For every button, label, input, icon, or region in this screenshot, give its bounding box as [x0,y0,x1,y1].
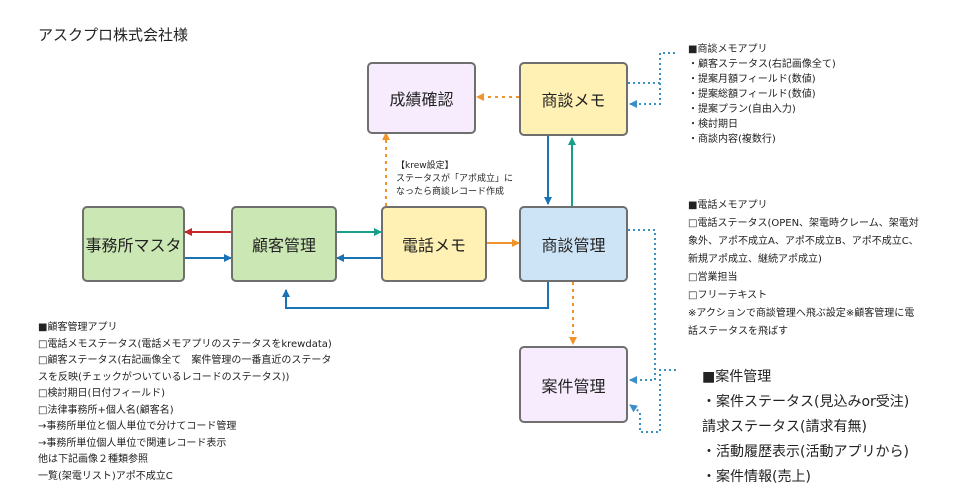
shodan-kanri-label: 商談管理 [541,236,606,255]
note-line: ※アクションで商談管理へ飛ぶ設定※顧客管理に電 [688,308,915,319]
note-line: □電話メモステータス(電話メモアプリのステータスをkrewdata) [38,338,332,350]
anken-kanri-label: 案件管理 [541,376,606,396]
note-line: □電話ステータス(OPEN、架電時クレーム、架電対 [688,218,919,229]
note-line: スを反映(チェックがついているレコードのステータス)) [38,371,290,383]
note-line: 他は下記画像２種類参照 [38,454,148,465]
seiseki-kakunin-label: 成績確認 [389,90,454,109]
arrow-shodan-kanri-to-kokyaku [282,282,549,309]
krew-caption-line: なったら商談レコード作成 [396,187,505,197]
anken-kanri-note: ■案件管理 ・案件ステータス(見込みor受注) 請求ステータス(請求有無) ・活… [702,365,909,490]
jimusho-master-label: 事務所マスタ [85,236,182,255]
note-line: ・検討期日 [688,119,738,130]
krew-caption-line: ステータスが「アポ成立」に [396,174,514,184]
note-line: ・商談内容(複数行) [688,134,776,145]
note-line: ・活動履歴表示(活動アプリから) [702,444,909,460]
kokyaku-kanri-box: 顧客管理 [231,206,337,282]
note-line: ■案件管理 [702,369,772,385]
note-line: 新規アポ成立、継続アポ成立) [688,254,822,265]
note-line: →事務所単位個人単位で関連レコード表示 [38,437,227,449]
krew-caption-line: 【krew設定】 [396,161,454,171]
krew-caption: 【krew設定】 ステータスが「アポ成立」に なったら商談レコード作成 [396,160,513,199]
denwa-memo-label: 電話メモ [401,236,466,255]
connector-shodan-kanri-note [628,229,656,384]
page-title: アスクプロ株式会社様 [38,26,189,44]
shodan-memo-label: 商談メモ [541,91,606,110]
note-line: 話ステータスを飛ばす [688,326,788,337]
jimusho-master-box: 事務所マスタ [82,206,185,282]
denwa-memo-app-note: ■電話メモアプリ □電話ステータス(OPEN、架電時クレーム、架電対 象外、アポ… [688,197,919,341]
kokyaku-kanri-label: 顧客管理 [251,236,316,255]
note-line: ・提案総額フィールド(数値) [688,89,816,100]
note-line: ・案件ステータス(見込みor受注) [702,394,910,410]
note-line: 請求ステータス(請求有無) [702,419,867,435]
kokyaku-kanri-app-note: ■顧客管理アプリ □電話メモステータス(電話メモアプリのステータスをkrewda… [38,320,332,485]
note-line: □顧客ステータス(右記画像全て 案件管理の一番直近のステータ [38,355,332,366]
note-line: ・提案プラン(自由入力) [688,104,796,115]
note-line: □フリーテキスト [688,290,768,301]
connector-shodan-memo-note [628,52,676,84]
note-line: ■電話メモアプリ [688,200,768,211]
shodan-memo-app-note: ■商談メモアプリ ・顧客ステータス(右記画像全て) ・提案月額フィールド(数値)… [688,42,836,147]
anken-kanri-box: 案件管理 [519,346,628,423]
note-line: □営業担当 [688,272,738,283]
seiseki-kakunin-box: 成績確認 [367,62,476,134]
note-line: →事務所単位と個人単位で分けてコード管理 [38,421,237,432]
note-line: 象外、アポ不成立A、アポ不成立B、アポ不成立C、 [688,236,919,247]
note-line: □法律事務所+個人名(顧客名) [38,404,174,416]
note-line: ・提案月額フィールド(数値) [688,74,816,85]
note-line: ・顧客ステータス(右記画像全て) [688,59,836,70]
shodan-memo-box: 商談メモ [519,62,628,136]
connector-shodan-memo-return [629,83,661,108]
note-line: ・案件情報(売上) [702,469,811,485]
shodan-kanri-box: 商談管理 [519,206,628,282]
note-line: 一覧(架電リスト)アポ不成立C [38,470,173,482]
denwa-memo-box: 電話メモ [381,206,487,282]
connector-anken-note [629,369,676,433]
note-line: □検討期日(日付フィールド) [38,388,166,399]
note-line: ■顧客管理アプリ [38,322,118,333]
note-line: ■商談メモアプリ [688,44,768,55]
